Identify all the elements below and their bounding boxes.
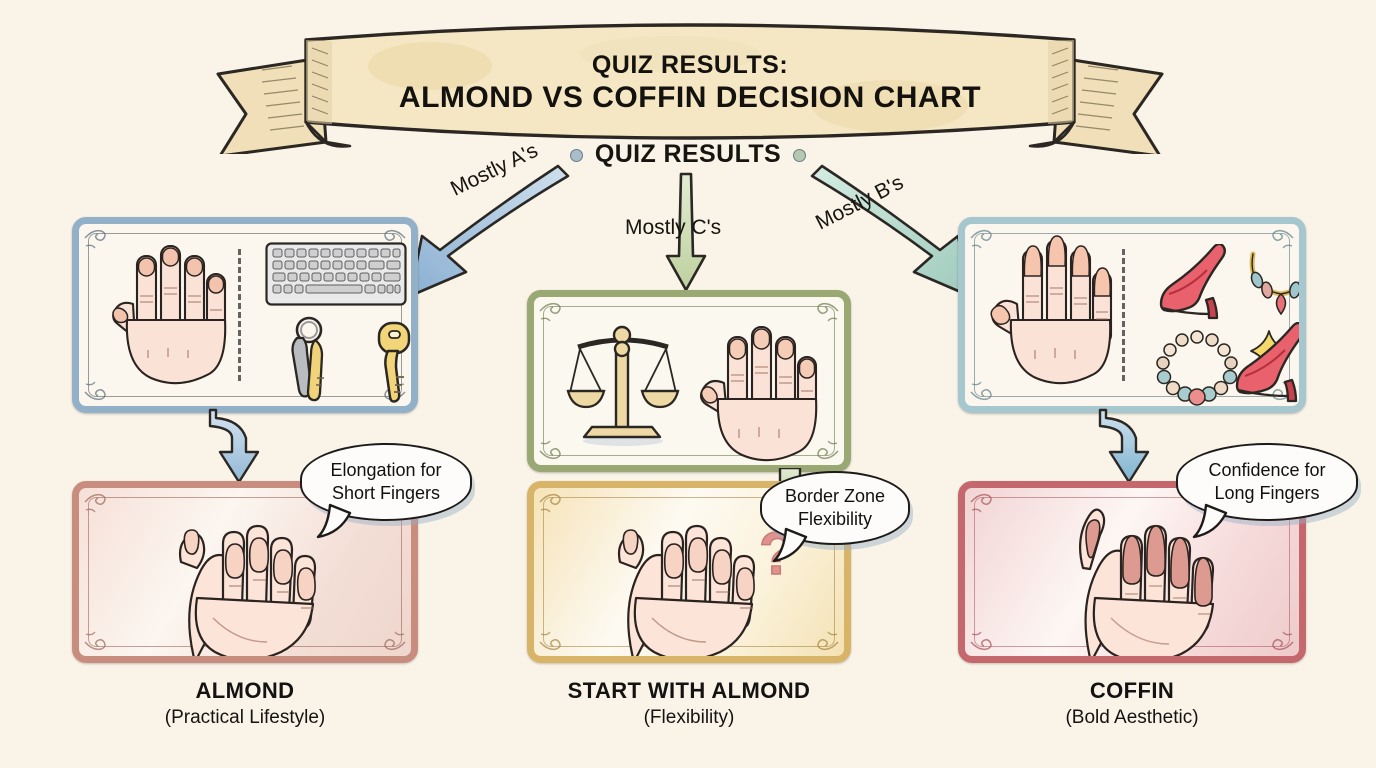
connector-arrow-left (208, 408, 260, 484)
callout-bubble-center: Border Zone Flexibility (760, 471, 910, 563)
flourish-corner-icon (84, 381, 106, 401)
banner-line-2: ALMOND VS COFFIN DECISION CHART (398, 81, 982, 114)
callout-bubble-left: Elongation for Short Fingers (300, 443, 472, 539)
branch-label-mostly-c: Mostly C's (625, 216, 722, 239)
card-bottom-right-coffin[interactable] (958, 481, 1306, 663)
callout-text-right: Confidence for Long Fingers (1208, 460, 1326, 503)
result-subtitle-start-with-almond: (Flexibility) (643, 707, 735, 728)
result-title-start-with-almond: START WITH ALMOND (567, 678, 811, 703)
callout-bubble-right: Confidence for Long Fingers (1176, 443, 1358, 539)
card-bottom-left-almond[interactable] (72, 481, 418, 663)
high-heel-icon (1159, 244, 1226, 320)
card-divider (238, 249, 242, 381)
bubble-tail-icon (772, 527, 808, 563)
hand-coffin-nails-icon (1078, 508, 1215, 656)
result-title-coffin: COFFIN (1089, 678, 1175, 703)
flourish-corner-icon (817, 440, 839, 460)
flourish-corner-icon (539, 302, 561, 322)
hand-almond-nails-question-icon (617, 524, 756, 656)
flourish-corner-icon (1272, 631, 1294, 651)
subtitle-text: QUIZ RESULTS (594, 140, 782, 168)
flourish-corner-icon (539, 493, 561, 513)
result-label-almond: ALMOND (Practical Lifestyle) (72, 678, 418, 729)
flourish-corner-icon (970, 493, 992, 513)
card-top-left-practical[interactable] (72, 217, 418, 413)
hand-almond-nails-icon (178, 524, 317, 656)
result-label-coffin: COFFIN (Bold Aesthetic) (958, 678, 1306, 729)
flourish-corner-icon (817, 631, 839, 651)
flourish-corner-icon (384, 631, 406, 651)
bullet-dot-left-icon (569, 148, 583, 162)
pearl-bracelet-icon (1156, 330, 1238, 406)
card-inner-border (88, 233, 402, 397)
flourish-corner-icon (84, 229, 106, 249)
result-label-start-with-almond: START WITH ALMOND (Flexibility) (527, 678, 851, 729)
callout-text-left: Elongation for Short Fingers (330, 460, 442, 503)
hand-short-nails-icon (112, 244, 227, 385)
flourish-corner-icon (84, 493, 106, 513)
key-icon (377, 321, 411, 403)
bullet-dot-right-icon (793, 148, 807, 162)
keyring-keys-icon (291, 316, 324, 402)
card-divider (1121, 249, 1125, 381)
hand-long-nails-icon (990, 235, 1113, 385)
connector-arrow-right (1098, 408, 1150, 484)
flourish-corner-icon (539, 631, 561, 651)
flourish-corner-icon (970, 381, 992, 401)
hand-medium-nails-icon (699, 325, 818, 462)
card-inner-border (974, 233, 1290, 397)
balance-scale-icon (566, 325, 680, 446)
quiz-results-subtitle: QUIZ RESULTS (0, 140, 1376, 169)
high-heel-icon (1235, 322, 1299, 403)
page-title: QUIZ RESULTS: ALMOND VS COFFIN DECISION … (210, 18, 1170, 148)
title-banner (216, 23, 1164, 154)
card-inner-border (543, 306, 835, 456)
flourish-corner-icon (539, 440, 561, 460)
card-top-center-balance[interactable] (527, 290, 851, 472)
flourish-corner-icon (970, 631, 992, 651)
result-title-almond: ALMOND (195, 678, 295, 703)
bubble-tail-icon (1192, 503, 1228, 539)
necklace-icon (1249, 251, 1299, 316)
bubble-tail-icon (316, 503, 352, 539)
flourish-corner-icon (1272, 229, 1294, 249)
keyboard-icon (265, 242, 407, 306)
card-top-right-glamour[interactable] (958, 217, 1306, 413)
banner-line-1: QUIZ RESULTS: (591, 51, 789, 79)
flourish-corner-icon (84, 631, 106, 651)
flourish-corner-icon (817, 302, 839, 322)
callout-text-center: Border Zone Flexibility (784, 486, 886, 529)
flourish-corner-icon (970, 229, 992, 249)
result-subtitle-almond: (Practical Lifestyle) (164, 707, 326, 728)
result-subtitle-coffin: (Bold Aesthetic) (1065, 707, 1199, 728)
